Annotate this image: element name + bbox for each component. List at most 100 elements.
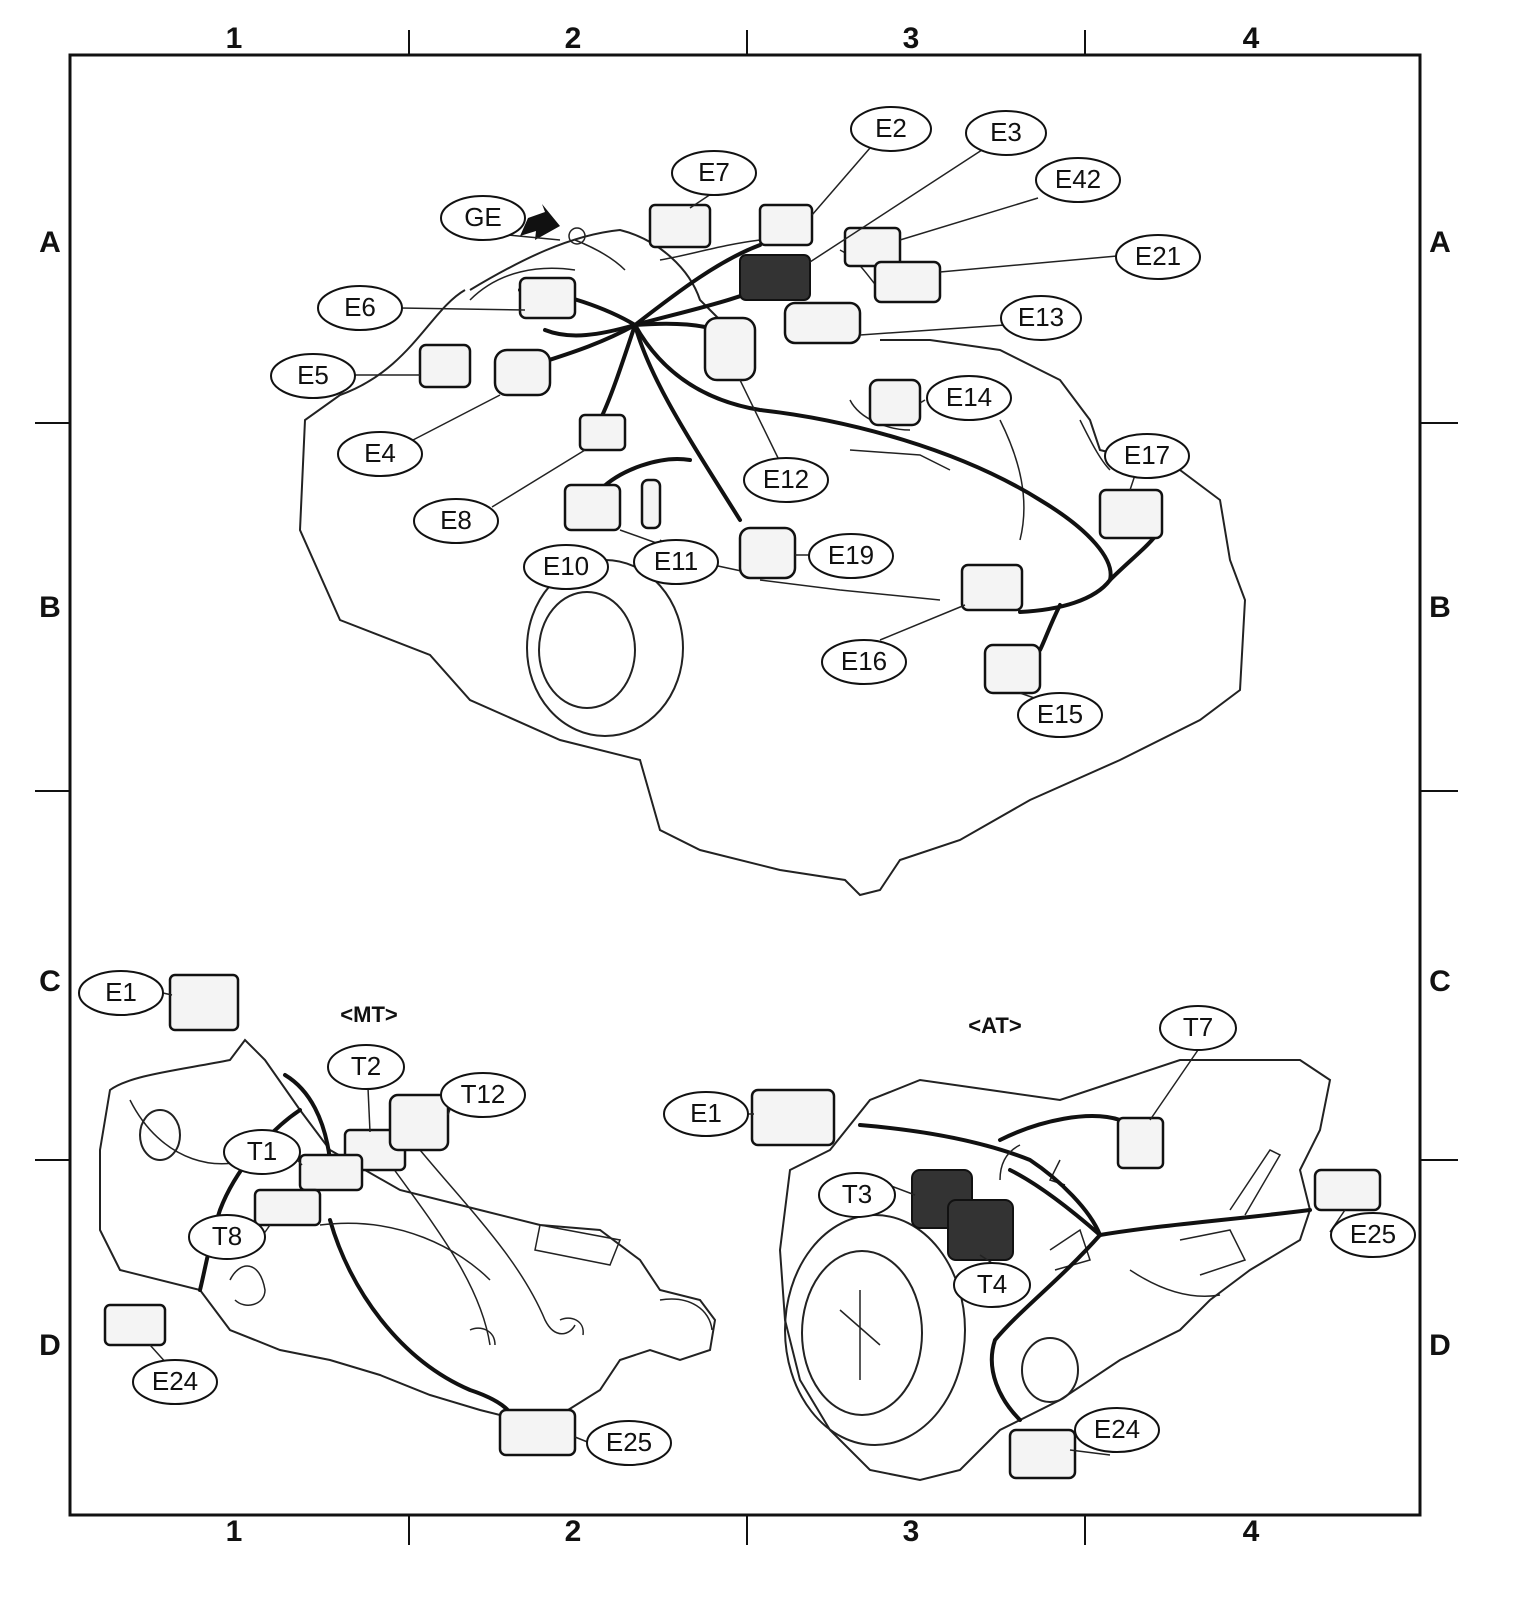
at-callout-e1: E1 <box>663 1091 749 1137</box>
mt-callout-e1-label: E1 <box>105 977 137 1007</box>
mt-connector-t8 <box>253 1188 322 1227</box>
engine-block-upper <box>469 228 721 321</box>
mt-callouts: E1 T2 T12 T1 T8 E24 E25 <box>78 970 672 1466</box>
callout-e5: E5 <box>270 353 356 399</box>
callout-e12: E12 <box>743 457 829 503</box>
callout-e8: E8 <box>413 498 499 544</box>
at-callout-t4-label: T4 <box>977 1269 1007 1299</box>
grid-labels: 1 2 3 4 1 2 3 4 A B C D A B C D <box>39 22 1451 1548</box>
at-harness <box>858 1114 1312 1422</box>
at-callout-t7: T7 <box>1159 1005 1237 1051</box>
mt-connector-t1 <box>298 1153 364 1192</box>
mt-callout-e24-label: E24 <box>152 1366 198 1396</box>
connector-e21 <box>873 260 942 304</box>
at-callout-e25-label: E25 <box>1350 1219 1396 1249</box>
mt-connector-e1 <box>168 973 240 1032</box>
callout-ge-label: GE <box>464 202 502 232</box>
column-label-top-3: 3 <box>903 22 920 55</box>
at-callouts: T7 E1 T3 T4 E25 E24 <box>663 1005 1416 1453</box>
callout-e42: E42 <box>1035 157 1121 203</box>
connector-e42 <box>843 226 902 268</box>
mt-outline <box>99 1038 717 1422</box>
connector-e8 <box>578 413 627 452</box>
column-label-top-4: 4 <box>1243 22 1260 55</box>
row-label-left-d: D <box>39 1329 61 1362</box>
mt-callout-t8: T8 <box>188 1214 266 1260</box>
callout-e11-label: E11 <box>654 546 698 576</box>
at-callout-t3: T3 <box>818 1172 896 1218</box>
column-label-top-2: 2 <box>565 22 582 55</box>
connector-e12 <box>703 316 757 382</box>
ground-terminal <box>568 227 586 245</box>
connector-e5 <box>418 343 472 389</box>
mt-transmission: <MT> <box>78 970 717 1466</box>
callout-e4-label: E4 <box>364 438 396 468</box>
crank-pulley-inner <box>538 591 636 709</box>
engine-detail-lines <box>659 419 1111 601</box>
column-label-bottom-3: 3 <box>903 1515 920 1548</box>
diagram-frame <box>68 53 1422 1517</box>
mt-callout-t1: T1 <box>223 1129 301 1175</box>
mt-callout-t2-label: T2 <box>351 1051 381 1081</box>
callout-e14-label: E14 <box>946 382 992 412</box>
callout-ge: GE <box>440 195 526 241</box>
callout-e21: E21 <box>1115 234 1201 280</box>
engine-callouts: GE E7 E2 E3 E42 E21 E6 E13 E5 E14 E4 E17… <box>270 106 1201 738</box>
callout-e42-label: E42 <box>1055 164 1101 194</box>
connector-e10 <box>563 483 622 532</box>
mt-callout-e25-label: E25 <box>606 1427 652 1457</box>
at-transmission: <AT> T7 <box>663 1005 1416 1482</box>
mt-callout-t1-label: T1 <box>247 1136 277 1166</box>
connector-e14 <box>868 378 922 427</box>
at-callout-t3-label: T3 <box>842 1179 872 1209</box>
mt-bellhousing-detail <box>139 1109 181 1161</box>
row-label-left-c: C <box>39 965 61 998</box>
callout-e6: E6 <box>317 285 403 331</box>
at-torque-converter-inner <box>801 1250 923 1416</box>
callout-e16: E16 <box>821 639 907 685</box>
engine-connectors <box>418 203 1164 695</box>
connector-e11 <box>640 478 662 530</box>
callout-e16-label: E16 <box>841 646 887 676</box>
grid-ticks <box>35 30 1458 1545</box>
row-label-left-a: A <box>39 226 61 259</box>
callout-e2: E2 <box>850 106 932 152</box>
row-label-right-b: B <box>1429 591 1451 624</box>
row-label-right-c: C <box>1429 965 1451 998</box>
callout-e3: E3 <box>965 110 1047 156</box>
column-label-bottom-1: 1 <box>226 1515 243 1548</box>
connector-e17 <box>1098 488 1164 540</box>
mt-callout-e25: E25 <box>586 1420 672 1466</box>
at-output-flange <box>1021 1337 1079 1403</box>
engine-assembly: GE E7 E2 E3 E42 E21 E6 E13 E5 E14 E4 E17… <box>270 106 1247 897</box>
callout-e13-label: E13 <box>1018 302 1064 332</box>
callout-e13: E13 <box>1000 295 1082 341</box>
at-callout-e24: E24 <box>1074 1407 1160 1453</box>
at-title: <AT> <box>968 1013 1021 1038</box>
callout-e17: E17 <box>1104 433 1190 479</box>
at-connectors <box>750 1088 1382 1480</box>
column-label-bottom-4: 4 <box>1243 1515 1260 1548</box>
callout-e11: E11 <box>633 539 719 585</box>
mt-callout-t8-label: T8 <box>212 1221 242 1251</box>
column-label-top-1: 1 <box>226 22 243 55</box>
row-label-right-a: A <box>1429 226 1451 259</box>
callout-e15-label: E15 <box>1037 699 1083 729</box>
mt-callout-e24: E24 <box>132 1359 218 1405</box>
callout-e7-label: E7 <box>698 157 730 187</box>
mt-connectors <box>103 973 577 1457</box>
at-connector-t4 <box>947 1199 1014 1261</box>
mt-callout-t12-label: T12 <box>461 1079 506 1109</box>
mt-callout-e1: E1 <box>78 970 164 1016</box>
at-callout-e1-label: E1 <box>690 1098 722 1128</box>
at-connector-e24 <box>1008 1428 1077 1480</box>
connector-e16 <box>960 563 1024 612</box>
engine-leader-lines <box>355 147 1136 701</box>
connector-e13 <box>783 301 862 345</box>
mt-callout-t12: T12 <box>440 1072 526 1118</box>
callout-e4: E4 <box>337 431 423 477</box>
callout-e12-label: E12 <box>763 464 809 494</box>
connector-e6 <box>518 276 577 320</box>
